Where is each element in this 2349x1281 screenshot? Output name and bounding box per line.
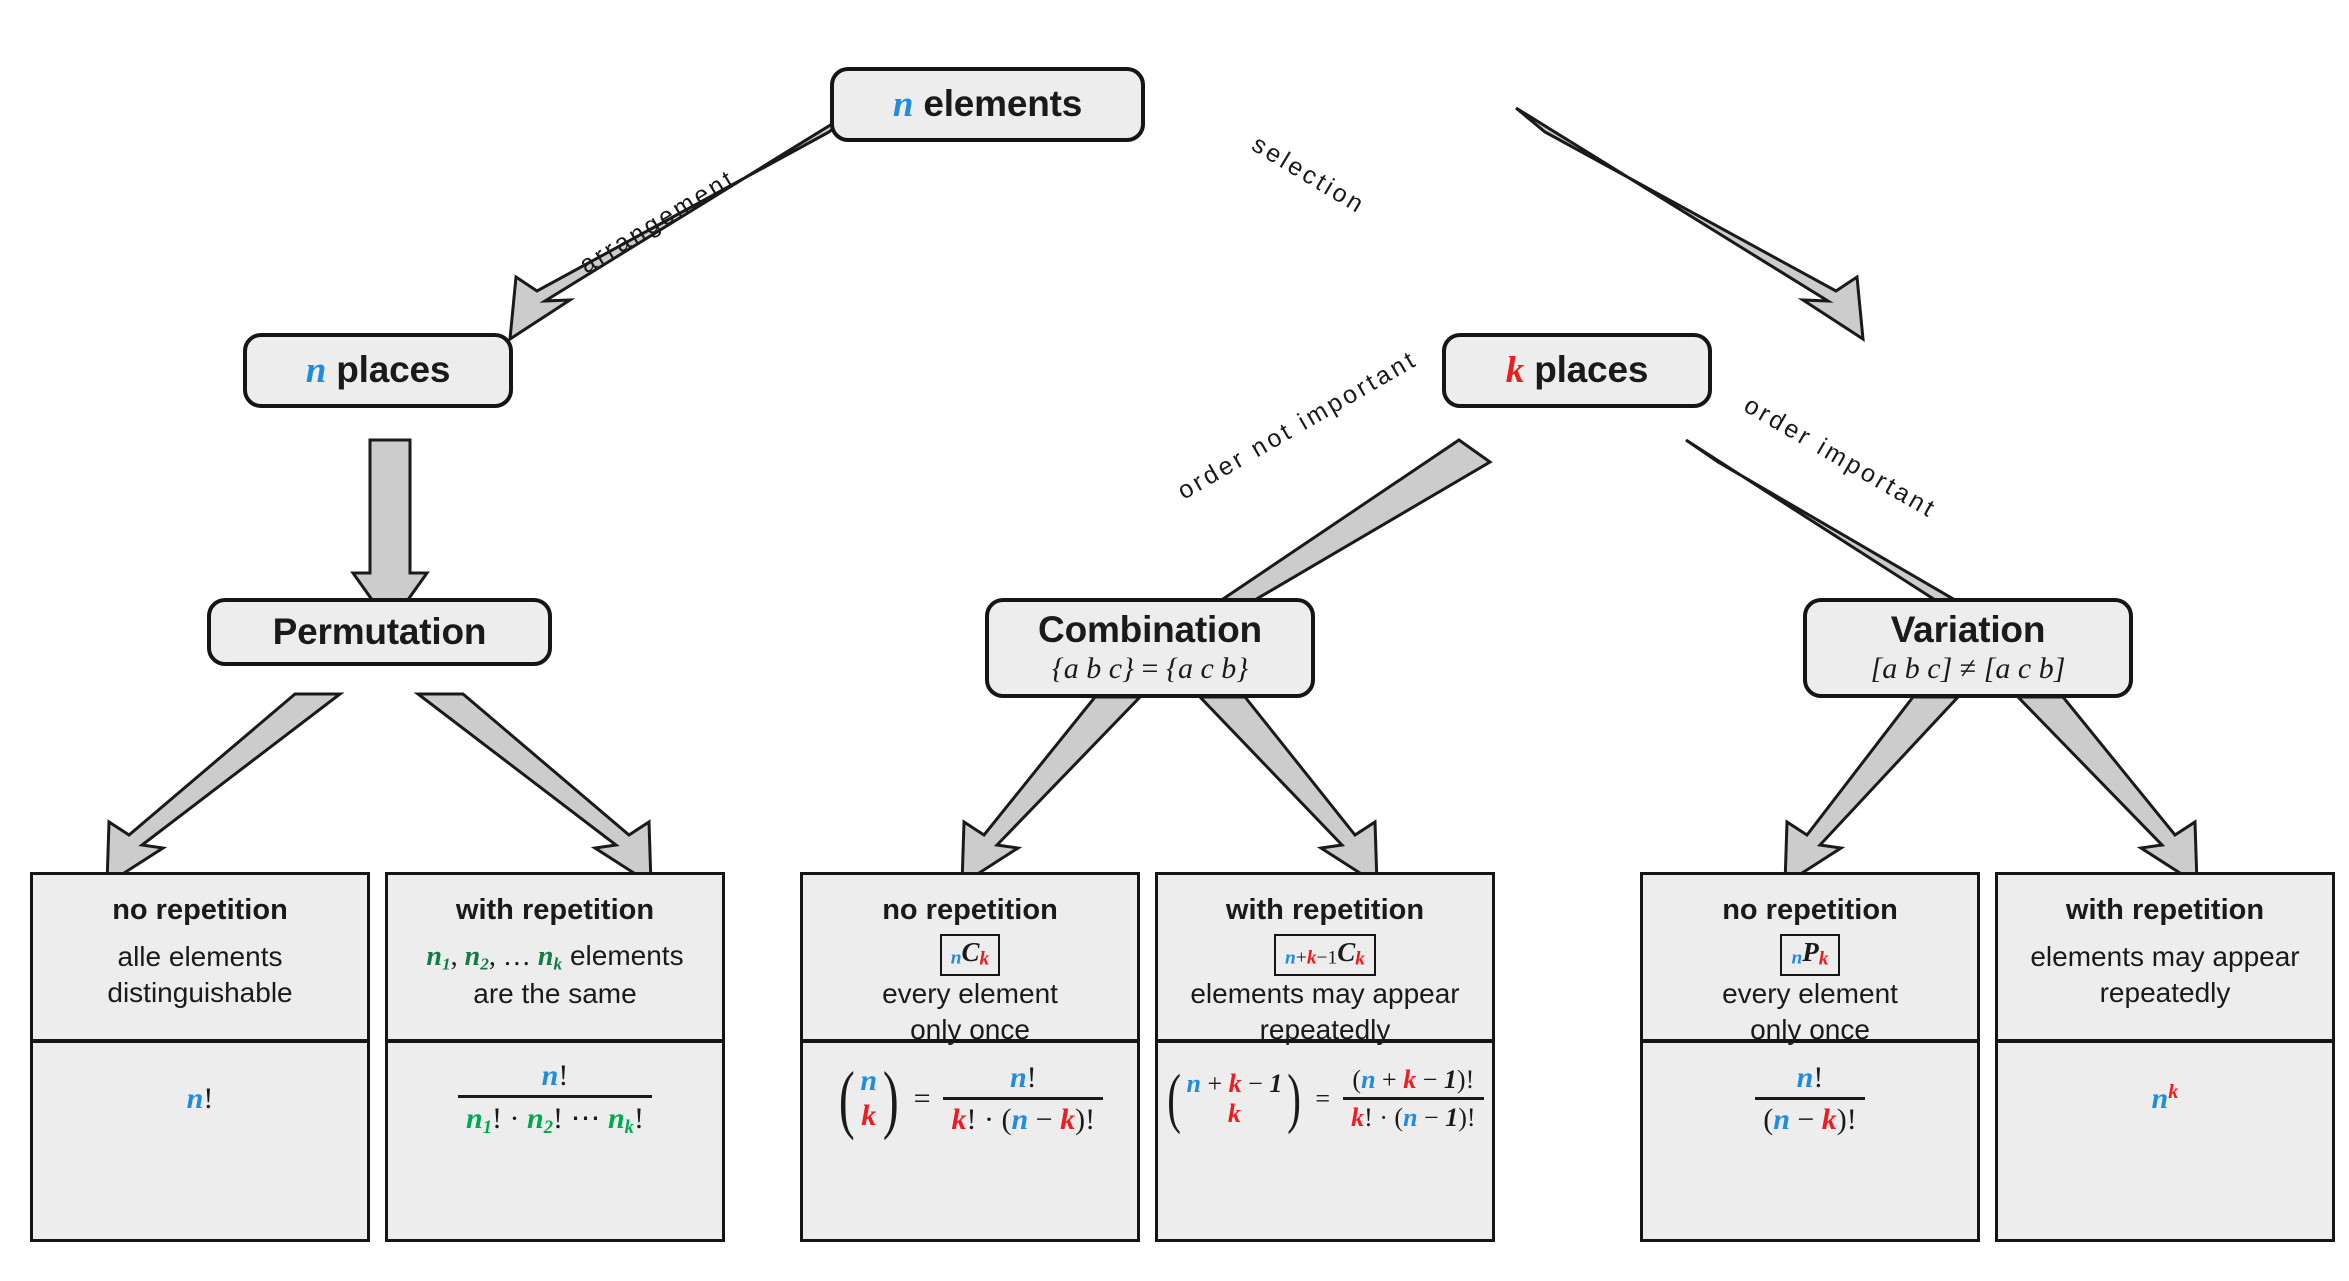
arrow-variation-to-leaf5 <box>1783 695 1962 887</box>
leaf-upper: with repetition n+k−1Ck elements may app… <box>1158 875 1492 1045</box>
leaf-upper: no repetition alle elements distinguisha… <box>33 875 367 1043</box>
leaf-upper: with repetition elements may appear repe… <box>1998 875 2332 1043</box>
arrow-permutation-to-leaf2 <box>413 692 653 887</box>
node-variation[interactable]: Variation [a b c] ≠ [a c b] <box>1803 598 2133 698</box>
variation-note-right: [a c b] <box>1983 652 2066 686</box>
leaf-lead: with repetition <box>2065 894 2265 926</box>
leaf-desc-line1: every element <box>882 977 1058 1009</box>
leaf-formula: n! <box>186 1082 214 1115</box>
leaf-combination-no-repetition[interactable]: no repetition nCk every element only onc… <box>800 872 1140 1242</box>
leaf-variation-with-repetition[interactable]: with repetition elements may appear repe… <box>1995 872 2335 1242</box>
leaf-lead: no repetition <box>112 894 288 926</box>
leaf-symbol: nPk <box>1780 933 1840 976</box>
combination-note-right: {a c b} <box>1165 652 1249 686</box>
leaf-desc-line2: distinguishable <box>107 976 293 1008</box>
node-variation-title: Variation <box>1890 609 2046 651</box>
leaf-lead: with repetition <box>1225 894 1425 926</box>
leaf-permutation-with-repetition[interactable]: with repetition n1, n2, … nk elements ar… <box>385 872 725 1242</box>
variable-n: n <box>892 84 914 126</box>
leaf-desc-line1: alle elements <box>117 940 283 972</box>
leaf-description: every element only once <box>874 976 1066 1065</box>
node-combination-title: Combination <box>1038 609 1262 651</box>
leaf-combination-with-repetition[interactable]: with repetition n+k−1Ck elements may app… <box>1155 872 1495 1242</box>
edge-label-selection: selection <box>1247 130 1371 220</box>
leaf-desc-line2: only once <box>1750 1014 1870 1046</box>
leaf-desc-line2: repeatedly <box>1259 1014 1391 1046</box>
node-n-places-title: n places <box>305 349 451 392</box>
leaf-desc-line1: elements may appear <box>2030 940 2300 972</box>
leaf-lead: no repetition <box>882 894 1058 926</box>
node-k-places[interactable]: k places <box>1442 333 1712 408</box>
node-k-places-label: places <box>1534 349 1649 391</box>
node-n-places-label: places <box>336 349 451 391</box>
node-permutation-title: Permutation <box>272 611 487 653</box>
node-n-places[interactable]: n places <box>243 333 513 408</box>
edge-label-order-not-important: order not important <box>1172 344 1423 506</box>
arrow-root-to-n-places <box>508 106 859 342</box>
node-n-elements[interactable]: n elements <box>830 67 1145 142</box>
leaf-symbol: n+k−1Ck <box>1274 933 1376 976</box>
leaf-desc-line1: n1, n2, … nk <box>426 940 563 974</box>
variable-n: n <box>305 350 327 392</box>
arrow-permutation-to-leaf1 <box>105 692 345 887</box>
node-combination-note: {a b c} = {a c b} <box>1052 652 1249 686</box>
leaf-desc-line1: every element <box>1722 977 1898 1009</box>
arrow-combination-to-leaf4 <box>1196 695 1379 887</box>
node-k-places-title: k places <box>1505 349 1649 392</box>
edge-label-arrangement: arrangement <box>574 163 741 280</box>
leaf-desc-line1: elements may appear <box>1190 977 1460 1009</box>
leaf-lead: with repetition <box>455 894 655 926</box>
leaf-formula: n! (n − k)! <box>1643 1043 1977 1155</box>
leaf-variation-no-repetition[interactable]: no repetition nPk every element only onc… <box>1640 872 1980 1242</box>
leaf-symbol: nCk <box>939 933 1001 976</box>
arrow-combination-to-leaf3 <box>960 695 1144 887</box>
leaf-description: every element only once <box>1714 976 1906 1065</box>
combination-note-left: {a b c} <box>1051 652 1135 686</box>
leaf-permutation-no-repetition[interactable]: no repetition alle elements distinguisha… <box>30 872 370 1242</box>
node-n-elements-label: elements <box>923 83 1083 125</box>
leaf-upper: with repetition n1, n2, … nk elements ar… <box>388 875 722 1043</box>
combination-note-op: = <box>1141 652 1159 686</box>
leaf-lead: no repetition <box>1722 894 1898 926</box>
leaf-upper: no repetition nCk every element only onc… <box>803 875 1137 1045</box>
node-n-elements-title: n elements <box>893 84 1082 124</box>
leaf-desc-line2: repeatedly <box>2099 976 2231 1008</box>
leaf-upper: no repetition nPk every element only onc… <box>1643 875 1977 1045</box>
leaf-desc-line2: only once <box>910 1014 1030 1046</box>
leaf-description: elements may appear repeatedly <box>2022 927 2307 1039</box>
edge-label-order-important: order important <box>1739 390 1942 524</box>
leaf-formula: n! n1! · n2! ⋯ nk! <box>388 1043 722 1155</box>
node-variation-note: [a b c] ≠ [a c b] <box>1871 652 2066 686</box>
node-permutation[interactable]: Permutation <box>207 598 552 666</box>
node-combination[interactable]: Combination {a b c} = {a c b} <box>985 598 1315 698</box>
leaf-description: alle elements distinguishable <box>99 927 300 1039</box>
leaf-desc-line2: are the same <box>473 977 637 1009</box>
variation-note-left: [a b c] <box>1870 652 1953 686</box>
arrow-variation-to-leaf6 <box>2014 695 2199 887</box>
variable-k: k <box>1505 350 1525 392</box>
leaf-description: n1, n2, … nk elements are the same <box>426 939 684 1009</box>
arrow-root-to-k-places <box>1515 106 1865 342</box>
leaf-description: elements may appear repeatedly <box>1182 976 1467 1065</box>
variation-note-op: ≠ <box>1959 652 1977 686</box>
